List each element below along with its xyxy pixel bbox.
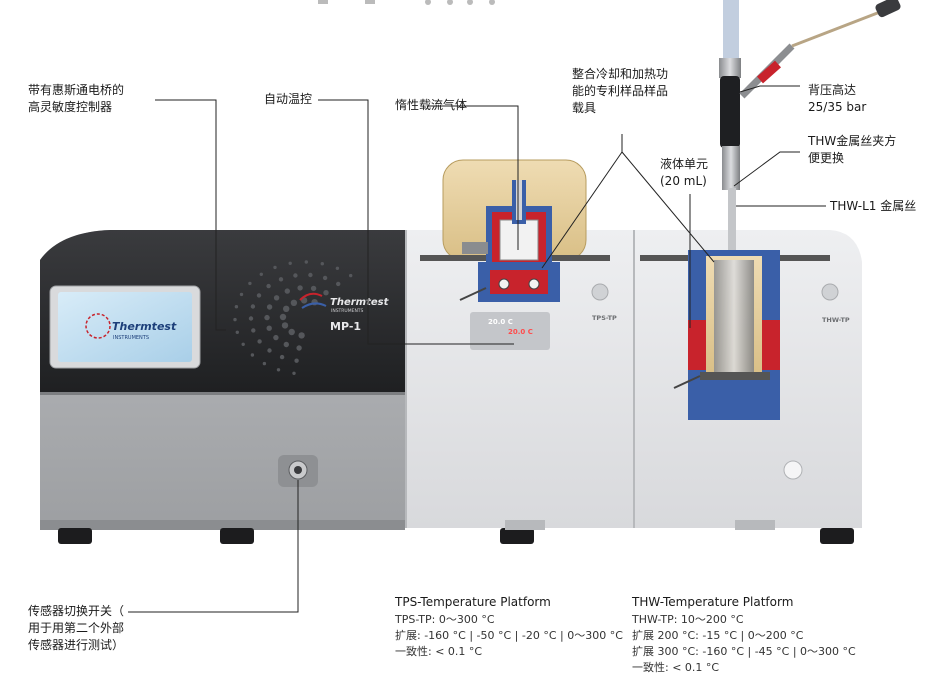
decorative-dot xyxy=(298,332,305,339)
thw-spec-title: THW-Temperature Platform xyxy=(632,595,794,609)
label-cooling-heating: 整合冷却和加热功 能的专利样品样品 载具 xyxy=(572,67,669,115)
decorative-dot xyxy=(241,342,245,346)
instrument-feet xyxy=(58,528,854,544)
decorative-dot xyxy=(290,299,298,306)
screen-brand: Thermtest xyxy=(112,320,177,333)
decorative-dot xyxy=(248,281,252,286)
decorative-dot xyxy=(284,288,290,294)
decorative-dot xyxy=(256,293,262,298)
decorative-dot xyxy=(283,341,289,348)
decorative-dot xyxy=(262,361,267,366)
decorative-dot xyxy=(264,314,270,321)
decorative-dot xyxy=(273,265,277,270)
model-name: MP-1 xyxy=(330,320,361,333)
decorative-dot xyxy=(297,285,303,291)
tps-readout-2: 20.0 C xyxy=(508,328,533,336)
tps-cutaway xyxy=(420,159,610,302)
tps-spec-line: TPS-TP: 0～300 °C xyxy=(395,613,495,626)
decorative-dot xyxy=(257,339,262,344)
decorative-dot xyxy=(251,328,256,333)
label-inert-gas: 惰性载流气体 xyxy=(395,98,468,112)
label-thw-clamp: THW金属丝夹方 便更换 xyxy=(808,134,897,165)
label-sensor-switch: 传感器切换开关（ 用于用第二个外部 传感器进行测试） xyxy=(28,604,125,652)
decorative-dot xyxy=(250,304,256,309)
panel-brand-sub: INSTRUMENTS xyxy=(331,308,364,314)
leader-lines xyxy=(128,85,826,613)
brand-logo xyxy=(299,292,327,309)
decorative-dot xyxy=(288,261,292,265)
tps-readout-1: 20.0 C xyxy=(488,318,513,326)
decorative-dot xyxy=(266,304,273,310)
decorative-dot xyxy=(234,305,239,309)
sensor-switch-knob[interactable] xyxy=(278,455,318,487)
decorative-dot xyxy=(239,292,244,297)
decorative-dot xyxy=(322,275,328,281)
decorative-dot xyxy=(278,277,284,282)
decorative-dot xyxy=(266,325,272,331)
decorative-dot xyxy=(293,273,298,278)
decorative-dot xyxy=(335,266,340,270)
decorative-dot xyxy=(349,273,353,278)
thw-probe xyxy=(719,0,901,250)
tps-module-tag: TPS-TP xyxy=(592,314,617,322)
decorative-dot xyxy=(308,272,313,278)
touch-screen[interactable] xyxy=(49,285,201,369)
decorative-dot xyxy=(259,272,263,276)
decorative-dot xyxy=(250,353,255,357)
decorative-dot xyxy=(273,334,279,341)
decorative-dot xyxy=(336,281,341,287)
decorative-dot xyxy=(279,313,287,321)
label-auto-temp: 自动温控 xyxy=(264,92,313,106)
label-controller: 带有惠斯通电桥的 高灵敏度控制器 xyxy=(28,83,125,114)
label-liquid-cell: 液体单元 (20 mL) xyxy=(660,157,709,188)
decorative-dot xyxy=(296,345,302,351)
tps-spec-line: 扩展: -160 °C | -50 °C | -20 °C | 0～300 °C xyxy=(395,629,623,642)
thw-spec-line: THW-TP: 10～200 °C xyxy=(632,613,744,626)
decorative-dot xyxy=(266,283,271,289)
decorative-dot xyxy=(304,260,308,264)
screen-brand-sub: INSTRUMENTS xyxy=(113,335,149,341)
label-back-pressure: 背压高达 25/35 bar xyxy=(808,83,867,114)
decorative-dot xyxy=(233,317,237,322)
decorative-dot xyxy=(288,328,295,336)
decorative-dot xyxy=(310,285,317,292)
thw-spec-line: 扩展 200 °C: -15 °C | 0～200 °C xyxy=(632,629,804,642)
top-edge-marks xyxy=(318,0,495,5)
thw-spec-line: 扩展 300 °C: -160 °C | -45 °C | 0～300 °C xyxy=(632,645,856,658)
decorative-dot xyxy=(323,290,329,296)
tps-spec-line: 一致性: < 0.1 °C xyxy=(395,645,483,658)
decorative-dot xyxy=(276,368,281,372)
thw-spec-line: 一致性: < 0.1 °C xyxy=(632,661,720,674)
decorative-dot xyxy=(292,371,296,375)
decorative-dot xyxy=(283,305,290,312)
decorative-dot xyxy=(294,358,299,363)
decorative-dot xyxy=(279,354,285,360)
decorative-dot xyxy=(235,330,239,334)
label-thw-wire: THW-L1 金属丝 xyxy=(830,199,917,213)
decorative-dot xyxy=(267,348,272,353)
decorative-dot xyxy=(248,316,254,321)
thw-cutaway xyxy=(640,250,830,420)
panel-brand: Thermtest xyxy=(330,297,390,308)
thw-module-tag: THW-TP xyxy=(822,316,850,324)
tps-spec-title: TPS-Temperature Platform xyxy=(395,595,551,609)
decorative-dot xyxy=(273,295,280,301)
decorative-dot xyxy=(281,322,289,329)
decorative-dot xyxy=(320,262,324,266)
